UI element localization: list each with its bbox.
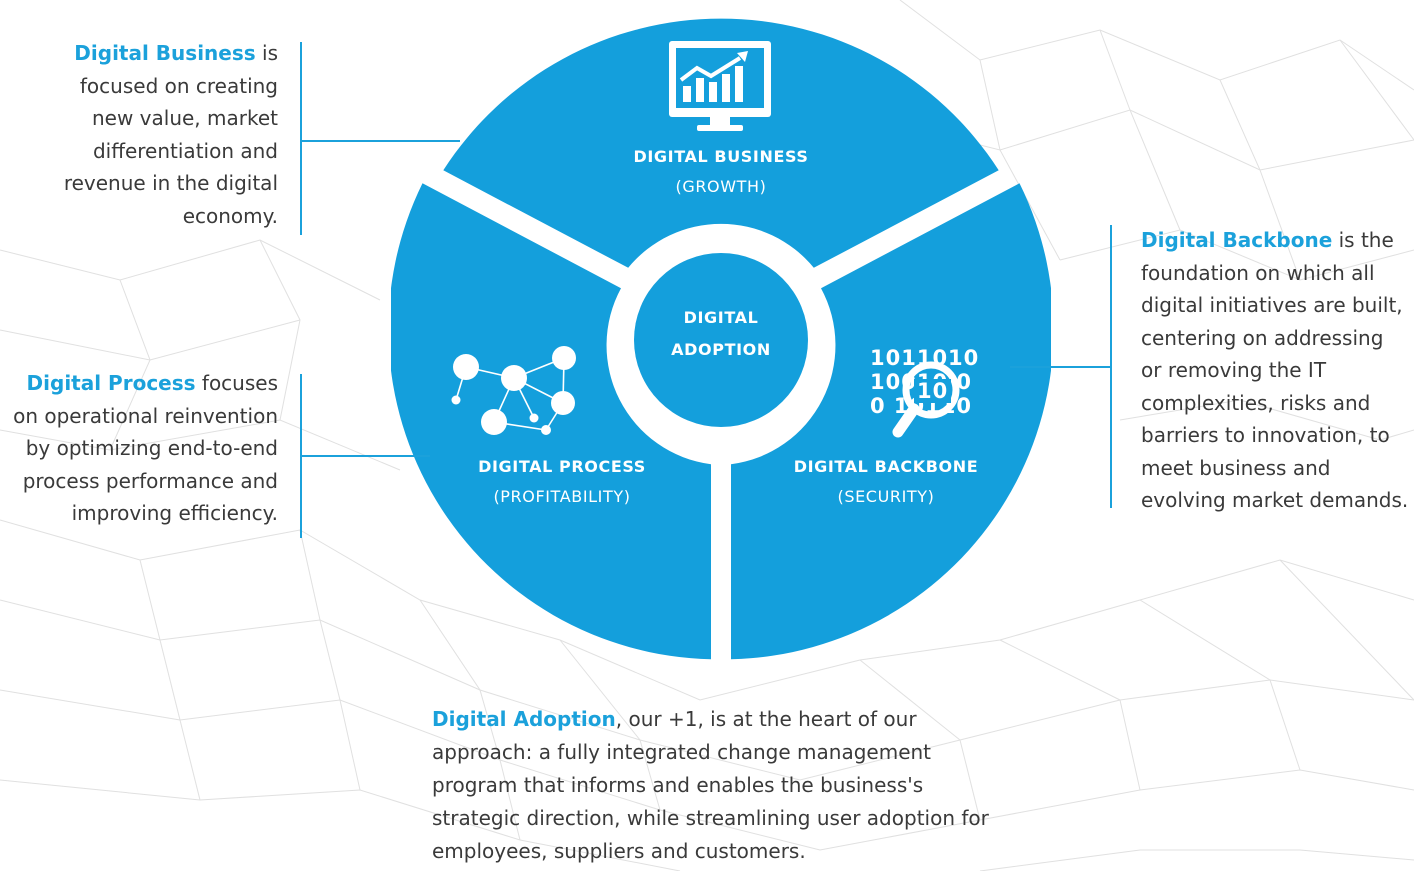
process-text: focuses on operational reinvention by op… xyxy=(13,371,278,525)
business-description: Digital Business is focused on creating … xyxy=(60,37,278,232)
process-description: Digital Process focuses on operational r… xyxy=(0,367,278,530)
process-label: DIGITAL PROCESS (PROFITABILITY) xyxy=(452,452,672,512)
business-label: DIGITAL BUSINESS (GROWTH) xyxy=(621,142,821,202)
process-bracket-line xyxy=(300,374,302,538)
backbone-text: is the foundation on which all digital i… xyxy=(1141,228,1409,512)
business-title: DIGITAL BUSINESS xyxy=(633,147,809,166)
business-highlight: Digital Business xyxy=(74,41,256,65)
backbone-title: DIGITAL BACKBONE xyxy=(793,457,979,476)
backbone-connector-line xyxy=(1010,366,1111,368)
network-nodes-icon xyxy=(451,346,576,435)
binary-line: 1011010 xyxy=(870,346,980,370)
business-bracket-line xyxy=(300,42,302,235)
segment-digital-backbone xyxy=(731,183,1051,660)
center-digital-adoption xyxy=(634,253,808,427)
business-text: is focused on creating new value, market… xyxy=(63,41,278,228)
process-title: DIGITAL PROCESS xyxy=(478,457,646,476)
process-connector-line xyxy=(300,455,430,457)
magnifier-text: 10 xyxy=(914,379,952,403)
backbone-bracket-line xyxy=(1110,225,1112,508)
center-label: DIGITAL ADOPTION xyxy=(651,302,791,366)
backbone-label: DIGITAL BACKBONE (SECURITY) xyxy=(776,452,996,512)
process-subtitle: (PROFITABILITY) xyxy=(493,487,631,506)
center-line1: DIGITAL xyxy=(683,308,759,327)
center-line2: ADOPTION xyxy=(671,340,771,359)
business-subtitle: (GROWTH) xyxy=(675,177,767,196)
backbone-highlight: Digital Backbone xyxy=(1141,228,1333,252)
backbone-subtitle: (SECURITY) xyxy=(837,487,935,506)
business-connector-line xyxy=(300,140,460,142)
adoption-text: , our +1, is at the heart of our approac… xyxy=(432,707,989,863)
segment-digital-business xyxy=(443,18,999,268)
process-highlight: Digital Process xyxy=(26,371,196,395)
adoption-description: Digital Adoption, our +1, is at the hear… xyxy=(432,703,992,868)
backbone-description: Digital Backbone is the foundation on wh… xyxy=(1141,224,1409,517)
monitor-chart-icon xyxy=(669,41,771,131)
digital-wheel-diagram xyxy=(391,18,1051,660)
adoption-highlight: Digital Adoption xyxy=(432,707,616,731)
